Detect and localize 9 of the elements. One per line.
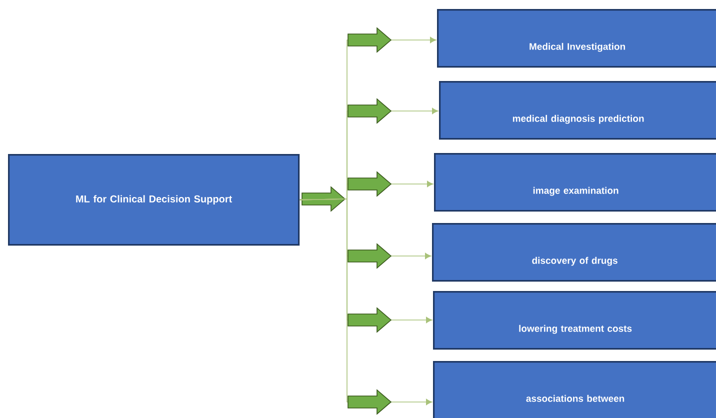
outcome-box: image examination bbox=[434, 153, 716, 212]
outcome-box: associations between bbox=[433, 361, 716, 418]
source-box: ML for Clinical Decision Support bbox=[8, 154, 300, 246]
outcome-box: discovery of drugs bbox=[432, 223, 716, 282]
outcome-box: Medical Investigation bbox=[437, 9, 716, 68]
block-arrow bbox=[302, 186, 346, 212]
outcome-box: medical diagnosis prediction bbox=[439, 81, 716, 140]
outcome-box: lowering treatment costs bbox=[433, 291, 716, 350]
arrow bbox=[299, 198, 432, 415]
